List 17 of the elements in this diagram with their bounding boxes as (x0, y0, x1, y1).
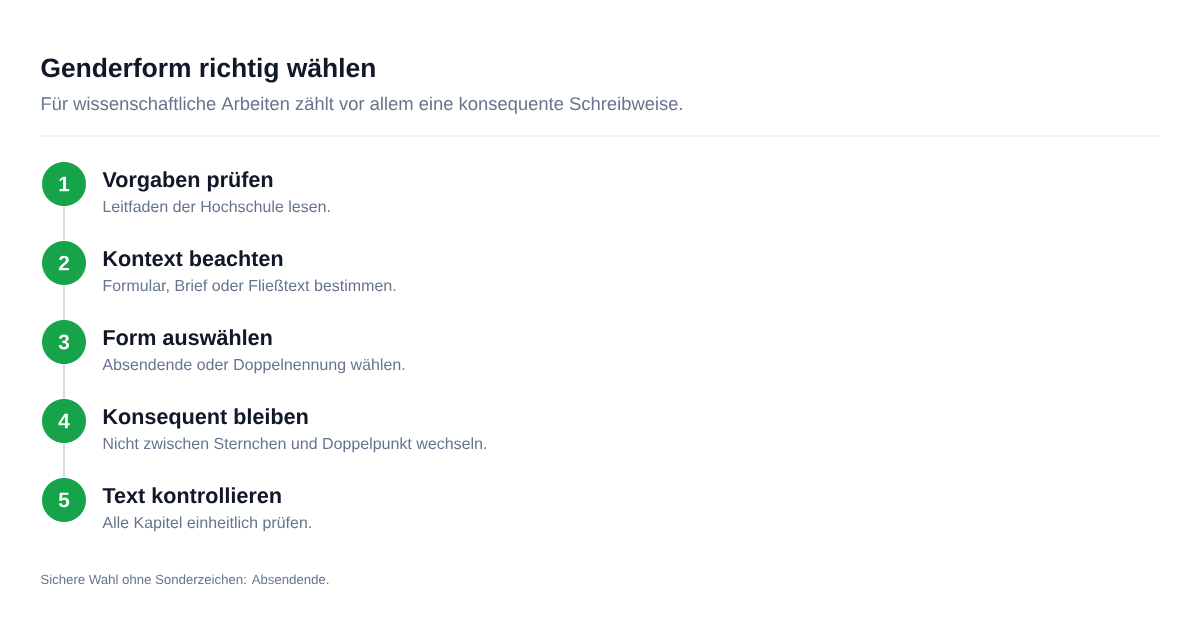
step-heading: Konsequent bleiben (103, 408, 308, 429)
title: Genderform richtig wählen (41, 57, 375, 83)
step-heading: Form auswählen (103, 329, 272, 346)
connector-line (63, 284, 65, 321)
step-description: Leitfaden der Hochschule lesen. (103, 200, 330, 213)
subtitle: Für wissenschaftliche Arbeiten zählt vor allem eine konsequente Schreibweise. (41, 96, 682, 114)
step-heading: Vorgaben prüfen (102, 171, 273, 192)
step-description: Absendende oder Doppelnennung wählen. (102, 358, 405, 374)
step-description: Nicht zwischen Sternchen und Doppelpunkt wechseln. (103, 437, 486, 453)
connector-line (63, 205, 65, 242)
step-description: Formular, Brief oder Fließtext bestimmen. (103, 279, 396, 294)
step-heading: Kontext beachten (103, 250, 283, 267)
connector-line (63, 363, 65, 400)
connector-line (63, 442, 65, 479)
step-description: Alle Kapitel einheitlich prüfen. (102, 516, 311, 532)
footnote: Sichere Wahl ohne Sonderzeichen: Absendende. (41, 574, 329, 585)
step-heading: Text kontrollieren (102, 487, 281, 504)
